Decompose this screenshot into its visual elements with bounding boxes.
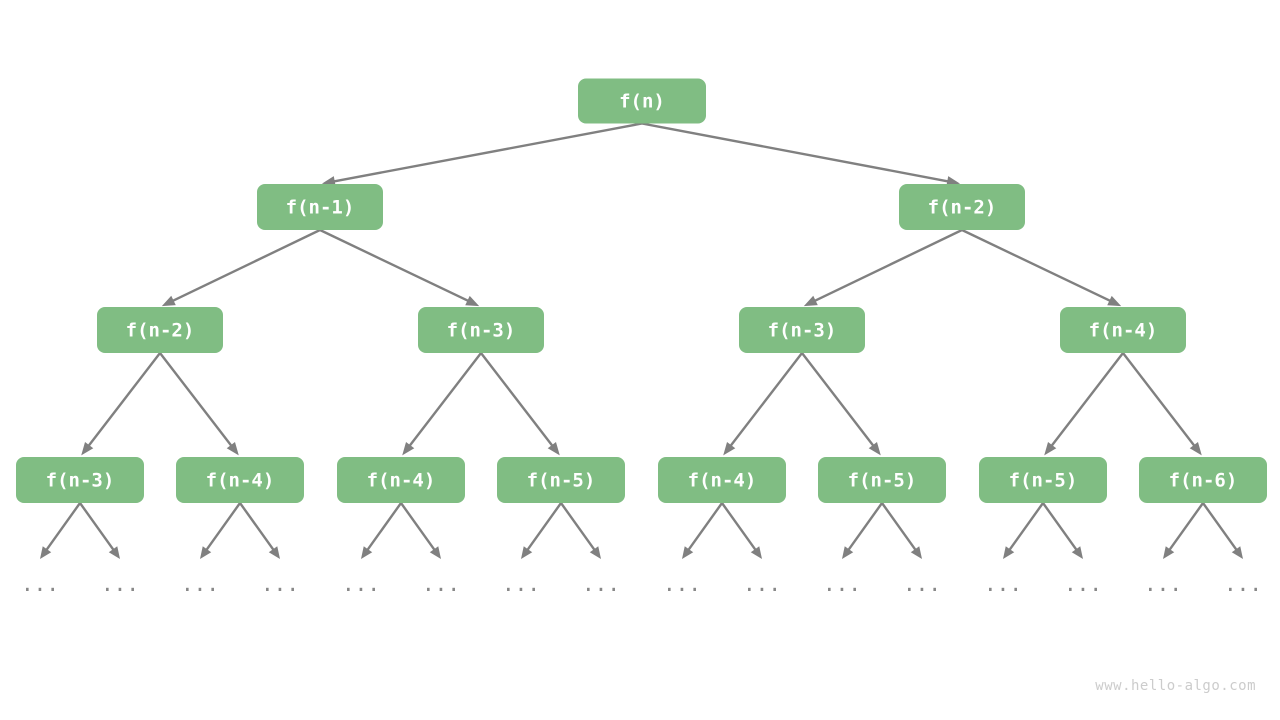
tree-node[interactable]: f(n-4): [1060, 307, 1186, 353]
node-label: f(n): [619, 91, 665, 113]
ellipsis-marker: ...: [582, 572, 620, 596]
edge-n3-to-n8: [159, 352, 239, 456]
tree-node[interactable]: f(n-3): [418, 307, 544, 353]
edge-n10-to-ellipsis: [560, 502, 601, 559]
node-label: f(n-5): [848, 470, 917, 492]
tree-node[interactable]: f(n-6): [1139, 457, 1267, 503]
ellipsis-marker: ...: [502, 572, 540, 596]
edge-n4-to-n10: [480, 352, 560, 456]
node-box[interactable]: [497, 457, 625, 503]
node-label: f(n-4): [1089, 320, 1158, 342]
edge-n11-to-ellipsis: [682, 502, 723, 559]
edge-n14-to-ellipsis: [1163, 502, 1204, 559]
node-box[interactable]: [1060, 307, 1186, 353]
ellipsis-marker: ...: [1224, 572, 1262, 596]
tree-node[interactable]: f(n-5): [497, 457, 625, 503]
node-box[interactable]: [257, 184, 383, 230]
ellipsis-marker: ...: [663, 572, 701, 596]
ellipsis-marker: ...: [984, 572, 1022, 596]
node-box[interactable]: [418, 307, 544, 353]
edge-n11-to-ellipsis: [721, 502, 762, 559]
node-label: f(n-4): [367, 470, 436, 492]
edge-n10-to-ellipsis: [521, 502, 562, 559]
ellipsis-marker: ...: [181, 572, 219, 596]
edge-n5-to-n12: [801, 352, 881, 456]
edge-n9-to-ellipsis: [361, 502, 402, 559]
ellipsis-marker: ...: [903, 572, 941, 596]
node-label: f(n-2): [126, 320, 195, 342]
node-label: f(n-3): [447, 320, 516, 342]
edge-n0-to-n1: [321, 122, 643, 187]
tree-node[interactable]: f(n-2): [97, 307, 223, 353]
node-label: f(n-4): [206, 470, 275, 492]
edge-n0-to-n2: [641, 122, 961, 187]
edge-n9-to-ellipsis: [400, 502, 441, 559]
edge-n4-to-n9: [402, 352, 482, 456]
edge-n7-to-ellipsis: [40, 502, 81, 559]
node-box[interactable]: [16, 457, 144, 503]
node-label: f(n-3): [46, 470, 115, 492]
edge-n3-to-n7: [81, 352, 161, 456]
node-label: f(n-6): [1169, 470, 1238, 492]
watermark-label: www.hello-algo.com: [1095, 678, 1256, 694]
edge-n2-to-n5: [803, 228, 963, 307]
edge-n2-to-n6: [961, 228, 1122, 307]
node-box[interactable]: [739, 307, 865, 353]
tree-node[interactable]: f(n): [578, 78, 706, 124]
edge-n5-to-n11: [723, 352, 803, 456]
ellipsis-marker: ...: [422, 572, 460, 596]
ellipsis-marker: ...: [261, 572, 299, 596]
ellipsis-marker: ...: [1064, 572, 1102, 596]
edge-n12-to-ellipsis: [842, 502, 883, 559]
edges-layer: [81, 122, 1202, 456]
node-label: f(n-5): [527, 470, 596, 492]
node-box[interactable]: [1139, 457, 1267, 503]
node-label: f(n-5): [1009, 470, 1078, 492]
edge-n8-to-ellipsis: [200, 502, 241, 559]
node-box[interactable]: [97, 307, 223, 353]
node-label: f(n-4): [688, 470, 757, 492]
edge-n12-to-ellipsis: [881, 502, 922, 559]
ellipsis-marker: ...: [21, 572, 59, 596]
tree-node[interactable]: f(n-4): [337, 457, 465, 503]
tree-node[interactable]: f(n-4): [658, 457, 786, 503]
leaf-stub-edges-layer: [40, 502, 1243, 559]
edge-n7-to-ellipsis: [79, 502, 120, 559]
node-box[interactable]: [979, 457, 1107, 503]
tree-node[interactable]: f(n-2): [899, 184, 1025, 230]
ellipsis-marker: ...: [342, 572, 380, 596]
edge-n13-to-ellipsis: [1042, 502, 1083, 559]
tree-node[interactable]: f(n-5): [979, 457, 1107, 503]
edge-n6-to-n13: [1044, 352, 1124, 456]
edge-n13-to-ellipsis: [1003, 502, 1044, 559]
node-label: f(n-2): [928, 197, 997, 219]
tree-node[interactable]: f(n-1): [257, 184, 383, 230]
ellipsis-marker: ...: [101, 572, 139, 596]
ellipsis-marker: ...: [823, 572, 861, 596]
ellipsis-layer: ........................................…: [21, 572, 1262, 596]
ellipsis-marker: ...: [1144, 572, 1182, 596]
tree-node[interactable]: f(n-5): [818, 457, 946, 503]
node-box[interactable]: [899, 184, 1025, 230]
edge-n8-to-ellipsis: [239, 502, 280, 559]
node-box[interactable]: [337, 457, 465, 503]
node-label: f(n-1): [286, 197, 355, 219]
nodes-layer: f(n) f(n-1) f(n-2) f(n-2) f(n-3) f(n-3) f(n-4)…: [16, 78, 1267, 503]
node-box[interactable]: [176, 457, 304, 503]
edge-n1-to-n4: [319, 228, 480, 307]
node-box[interactable]: [818, 457, 946, 503]
tree-node[interactable]: f(n-4): [176, 457, 304, 503]
ellipsis-marker: ...: [743, 572, 781, 596]
node-box[interactable]: [658, 457, 786, 503]
node-box[interactable]: [578, 78, 706, 124]
edge-n1-to-n3: [161, 228, 321, 307]
edge-n6-to-n14: [1122, 352, 1202, 456]
tree-node[interactable]: f(n-3): [16, 457, 144, 503]
tree-node[interactable]: f(n-3): [739, 307, 865, 353]
node-label: f(n-3): [768, 320, 837, 342]
edge-n14-to-ellipsis: [1202, 502, 1243, 559]
